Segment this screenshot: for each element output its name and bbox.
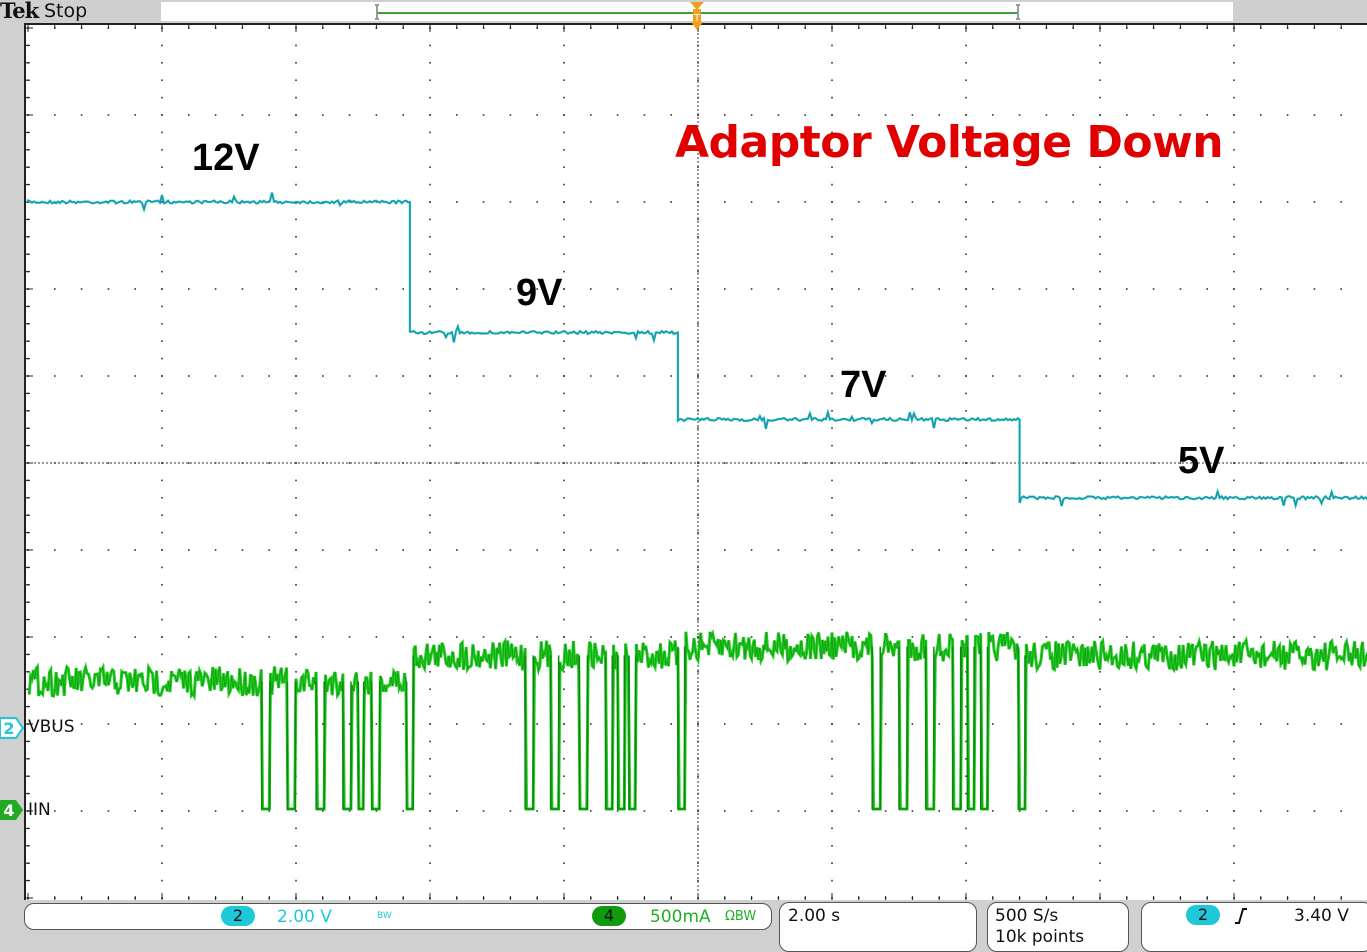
trigger-source-badge: 2 (1186, 905, 1220, 925)
ch2-scale: 2.00 V (277, 907, 332, 927)
iin-pulse-8 (549, 655, 560, 810)
vertical-settings-readout[interactable]: 2 2.00 V BW 4 500mA ΩBW (24, 903, 772, 930)
annotation-9v: 9V (516, 272, 563, 314)
annotation-5v: 5V (1178, 440, 1225, 482)
trigger-readout[interactable]: 2 3.40 V (1141, 902, 1367, 952)
vbus-trace-detail (27, 192, 1367, 507)
iin-pulse-20 (1017, 646, 1026, 810)
iin-pulse-13 (677, 646, 686, 810)
timebase-value: 2.00 s (788, 906, 841, 926)
ch2-marker-number: 2 (3, 719, 14, 738)
iin-pulse-17 (951, 646, 962, 810)
ch2-label: VBUS (28, 717, 75, 737)
iin-pulse-15 (898, 646, 908, 810)
iin-trace-detail (28, 631, 1367, 810)
iin-pulse-3 (342, 681, 352, 810)
ch4-bandwidth-limit: ΩBW (725, 909, 757, 924)
iin-pulse-16 (925, 646, 935, 810)
tek-logo: Tek (0, 0, 39, 23)
timebase-readout[interactable]: 2.00 s (779, 902, 977, 952)
ch2-badge[interactable]: 2 (221, 906, 255, 926)
annotation-title: Adaptor Voltage Down (675, 117, 1224, 168)
record-length: 10k points (995, 927, 1085, 947)
ch4-ground-marker-icon[interactable]: 4 (0, 799, 26, 821)
iin-pulse-4 (357, 681, 365, 810)
iin-pulse-5 (370, 681, 381, 810)
iin-pulse-2 (315, 681, 325, 810)
iin-pulse-9 (578, 655, 589, 810)
iin-pulse-11 (616, 655, 626, 810)
trigger-position-marker-icon[interactable]: T (680, 2, 720, 32)
bottom-status-bar: 2 2.00 V BW 4 500mA ΩBW 2.00 s 500 S/s 1… (0, 900, 1367, 952)
acquisition-readout[interactable]: 500 S/s 10k points (987, 902, 1129, 952)
iin-pulse-7 (524, 655, 534, 810)
annotation-12v: 12V (192, 137, 260, 179)
iin-pulse-19 (979, 646, 989, 810)
waveform-display[interactable] (24, 23, 1367, 902)
annotation-7v: 7V (840, 364, 887, 406)
trigger-level: 3.40 V (1294, 906, 1349, 926)
iin-pulse-14 (871, 646, 881, 810)
ch4-badge[interactable]: 4 (592, 906, 626, 926)
svg-text:T: T (693, 13, 701, 24)
ch4-scale: 500mA (650, 907, 711, 927)
sample-rate: 500 S/s (995, 906, 1059, 926)
iin-pulse-6 (405, 655, 414, 810)
ch2-bandwidth-limit: BW (377, 911, 392, 921)
iin-pulse-18 (966, 646, 975, 810)
iin-pulse-1 (286, 681, 297, 810)
iin-pulse-12 (628, 655, 637, 810)
rising-edge-icon (1235, 908, 1247, 924)
iin-pulse-10 (604, 655, 613, 810)
graticule (26, 25, 1367, 900)
ch2-ground-marker-icon[interactable]: 2 (0, 717, 26, 739)
iin-pulse-0 (261, 681, 271, 810)
ch4-label: IIN (28, 800, 51, 820)
ch4-marker-number: 4 (3, 801, 14, 820)
acquisition-state: Stop (44, 0, 88, 22)
